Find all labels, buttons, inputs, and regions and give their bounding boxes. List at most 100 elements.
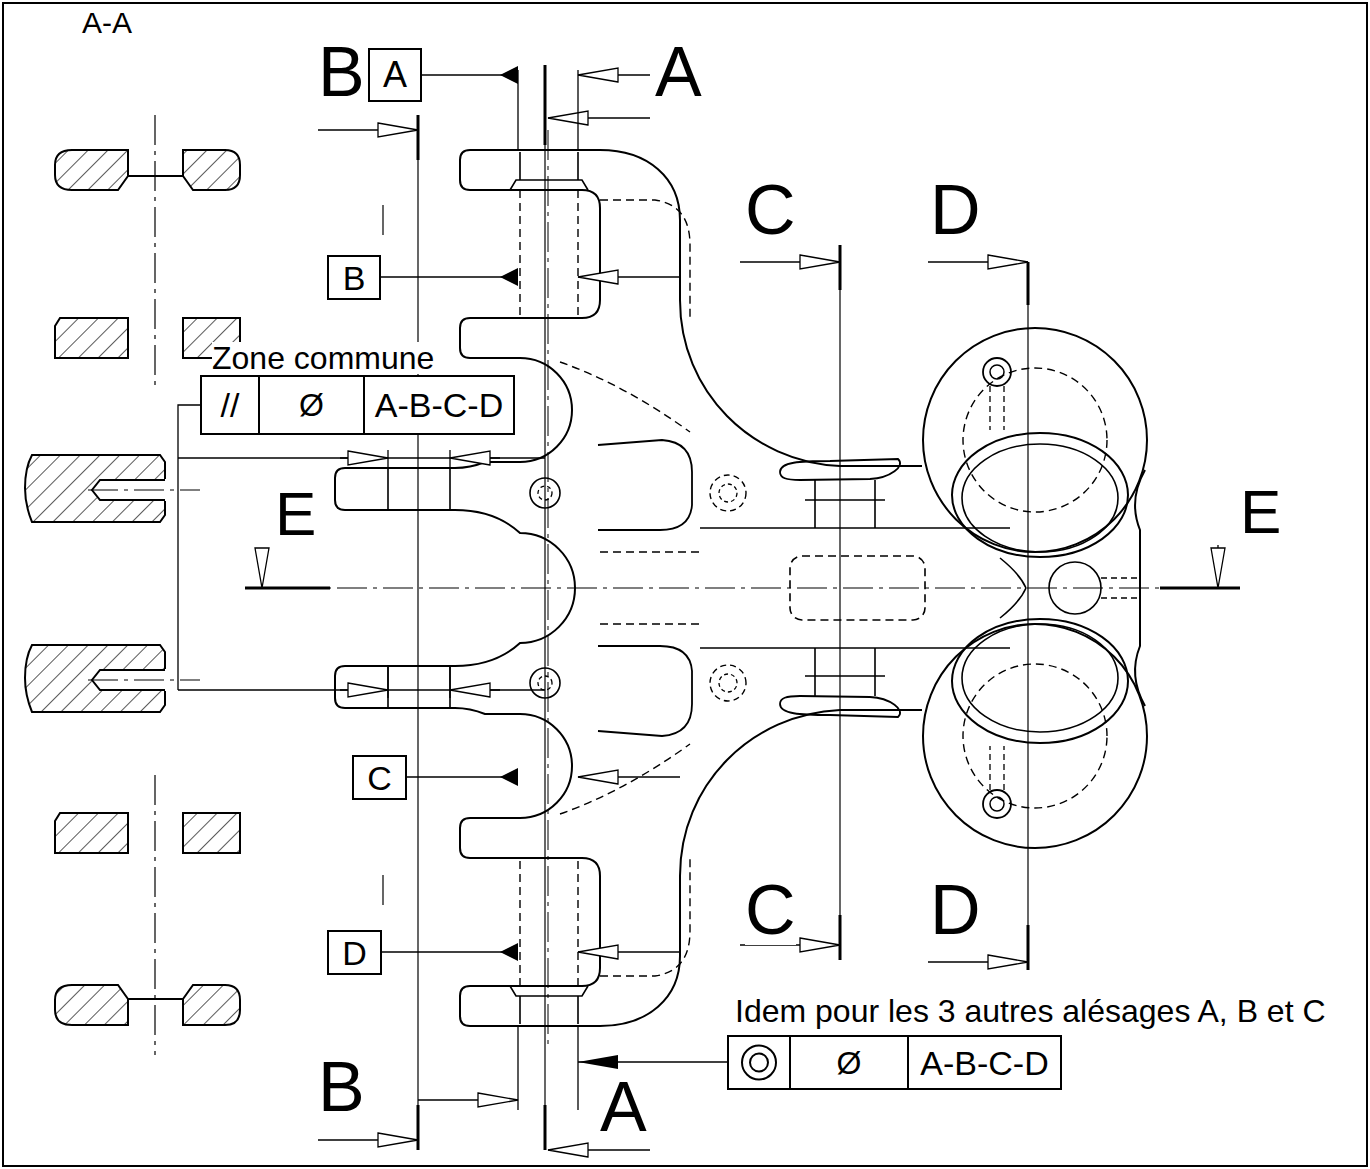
frame-text: // (221, 388, 240, 422)
drawing-stroke (178, 457, 545, 458)
feature-control-frame: Zone commune//ØA-B-C-D (200, 375, 515, 435)
drawing-stroke (600, 200, 690, 320)
drawing-stroke (1027, 925, 1030, 970)
drawing-stroke (417, 115, 420, 160)
drawing-stroke (154, 775, 155, 1055)
concentricity-symbol (729, 1037, 789, 1088)
section-letter: D (930, 875, 981, 945)
frame-text: Ø (299, 389, 324, 421)
drawing-note: Idem pour les 3 autres alésages A, B et … (735, 995, 1326, 1027)
drawing-stroke (990, 365, 1004, 379)
section-letter: A (600, 1072, 647, 1142)
drawing-stroke (1135, 470, 1145, 588)
drawing-stroke (500, 943, 518, 961)
drawing-stroke (544, 1105, 547, 1150)
drawing-stroke (88, 489, 200, 490)
datum-box: A (368, 48, 422, 102)
section-letter: A (655, 37, 702, 107)
drawing-stroke (449, 666, 450, 698)
drawing-stroke (962, 444, 1118, 552)
drawing-stroke (417, 1105, 420, 1150)
symbol-circle (750, 1054, 768, 1072)
drawing-stroke (450, 689, 500, 690)
drawing-stroke (577, 70, 578, 150)
drawing-stroke (261, 548, 262, 588)
drawing-stroke (340, 457, 388, 458)
drawing-stroke (710, 475, 746, 511)
drawing-stroke (183, 985, 240, 1025)
drawing-stroke (719, 484, 737, 502)
drawing-stroke (3, 3, 1367, 1166)
drawing-stroke (600, 551, 700, 552)
drawing-stroke (578, 951, 680, 952)
datum-letter: D (342, 936, 367, 970)
drawing-stroke (178, 405, 200, 690)
drawing-stroke (25, 150, 240, 1025)
drawing-stroke (388, 468, 450, 510)
drawing-stroke (245, 65, 1240, 1150)
drawing-stroke (952, 433, 1128, 557)
drawing-stroke (55, 150, 128, 190)
drawing-stroke (1027, 262, 1028, 970)
frame-text: A-B-C-D (920, 1046, 1048, 1080)
drawing-stroke (923, 328, 1147, 552)
drawing-stroke (578, 776, 680, 777)
drawing-stroke (335, 150, 1147, 588)
drawing-stroke (387, 450, 388, 468)
drawing-stroke (839, 245, 842, 290)
section-letter: E (275, 483, 316, 545)
drawing-stroke (154, 115, 155, 390)
drawing-stroke (510, 152, 588, 190)
drawing-stroke (25, 455, 165, 522)
drawing-stroke (183, 150, 240, 190)
drawing-stroke (500, 768, 518, 786)
drawing-stroke (1160, 587, 1240, 590)
frame-cell: A-B-C-D (907, 1037, 1060, 1088)
drawing-stroke (1217, 545, 1218, 588)
drawing-stroke (470, 150, 922, 466)
drawing-stroke (417, 115, 418, 1150)
section-letter: B (318, 37, 365, 107)
drawing-stroke (25, 645, 165, 712)
frame-text: Ø (837, 1047, 862, 1079)
frame-cell: Ø (789, 1037, 907, 1088)
feature-control-frame: Ø A-B-C-D (727, 1035, 1062, 1090)
drawing-stroke (318, 1139, 418, 1140)
symbol-circle (742, 1046, 776, 1080)
drawing-stroke (520, 190, 578, 318)
drawing-stroke (245, 587, 330, 590)
frame-cell: // (202, 377, 258, 433)
frame-text: A-B-C-D (375, 388, 503, 422)
drawing-stroke (544, 65, 545, 1150)
drawing-stroke (577, 1026, 578, 1110)
frame-cell: Ø (258, 377, 363, 433)
drawing-stroke (55, 985, 128, 1025)
drawing-stroke (963, 368, 1107, 512)
section-letter: D (930, 175, 981, 245)
drawing-stroke (387, 666, 388, 698)
drawing-stroke (928, 961, 1028, 962)
drawing-stroke (1027, 262, 1030, 305)
datum-box: D (327, 930, 382, 975)
datum-box: B (327, 255, 381, 300)
drawing-stroke (88, 115, 200, 1055)
drawing-note: A-A (82, 8, 132, 38)
datum-letter: A (383, 57, 407, 93)
drawing-stroke (598, 440, 692, 530)
section-letter: E (1240, 481, 1281, 543)
drawing-stroke (500, 66, 518, 84)
drawing-stroke (381, 276, 518, 277)
drawing-stroke (1000, 558, 1026, 588)
drawing-stroke (578, 74, 650, 75)
drawing-stroke (740, 261, 840, 262)
drawing-stroke (560, 362, 690, 432)
drawing-stroke (318, 129, 418, 130)
drawing-stroke (544, 65, 547, 145)
datum-letter: C (367, 761, 392, 795)
drawing-stroke (839, 915, 842, 960)
drawing-stroke (839, 245, 840, 960)
drawing-stroke (928, 261, 1028, 262)
drawing-stroke (578, 276, 680, 277)
